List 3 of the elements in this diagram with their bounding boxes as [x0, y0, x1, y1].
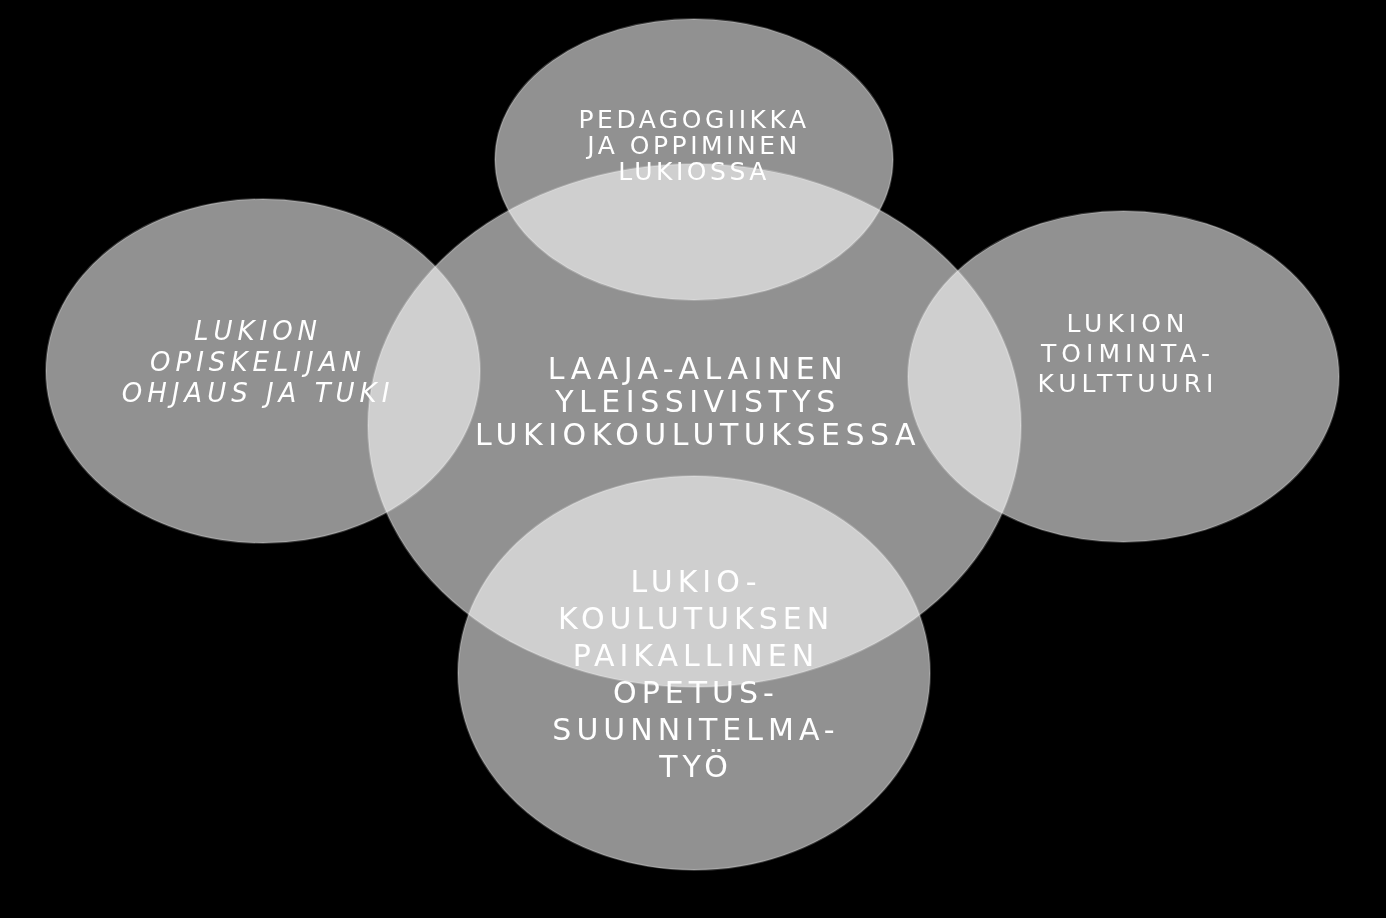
topic-label: LUKION TOIMINTA- KULTTUURI: [1037, 309, 1219, 398]
topic-label: PEDAGOGIIKKA JA OPPIMINEN LUKIOSSA: [578, 105, 810, 186]
core-label: LAAJA-ALAINEN YLEISSIVISTYS LUKIOKOULUTUKSESSA: [474, 350, 922, 452]
